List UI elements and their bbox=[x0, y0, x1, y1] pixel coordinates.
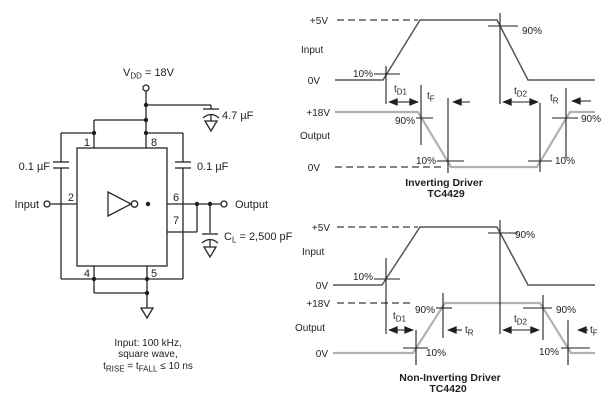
pin-7-label: 7 bbox=[173, 215, 179, 227]
mark-out-10-left: 10% bbox=[416, 156, 436, 167]
pin-4-label: 4 bbox=[84, 268, 90, 280]
vdd-label: VDD = 18V bbox=[123, 67, 175, 81]
note-line3: tRISE = tFALL ≤ 10 ns bbox=[103, 361, 193, 374]
out-low-label: 0V bbox=[308, 163, 321, 174]
mark-out-10-right: 10% bbox=[539, 347, 559, 358]
pin-1-label: 1 bbox=[84, 137, 90, 149]
mark-in-10: 10% bbox=[353, 69, 373, 80]
out-high-label: +18V bbox=[306, 108, 330, 119]
mark-in-90: 90% bbox=[515, 230, 535, 241]
output-terminal bbox=[220, 200, 228, 208]
left-bypass-capacitor-symbol bbox=[53, 161, 69, 169]
out-name-label: Output bbox=[300, 131, 330, 142]
right-cap-label: 0.1 µF bbox=[197, 161, 229, 173]
mark-out-90-left: 90% bbox=[395, 116, 415, 127]
load-capacitor-symbol bbox=[201, 233, 219, 259]
td2-label: tD2 bbox=[514, 86, 528, 99]
diagram-title-line1: Non-Inverting Driver bbox=[399, 372, 501, 384]
in-low-label: 0V bbox=[316, 281, 329, 292]
td1-label: tD1 bbox=[393, 311, 407, 324]
output-waveform bbox=[333, 301, 595, 355]
test-circuit: VDD = 18V 4.7 µF 0.1 µF 0.1 µF CL = 2,50… bbox=[15, 67, 293, 374]
input-label: Input bbox=[15, 199, 39, 211]
td2-label: tD2 bbox=[514, 314, 528, 327]
timing-arrows bbox=[388, 97, 591, 106]
output-waveform bbox=[335, 110, 595, 169]
mark-out-10-right: 10% bbox=[555, 156, 575, 167]
vdd-terminal bbox=[142, 84, 150, 92]
diagram-title-line1: Inverting Driver bbox=[405, 177, 483, 189]
output-label: Output bbox=[235, 199, 268, 211]
junction-dots bbox=[91, 102, 213, 296]
mark-in-90: 90% bbox=[522, 26, 542, 37]
in-high-label: +5V bbox=[312, 223, 330, 234]
ground-icon bbox=[202, 246, 218, 259]
tr-label: tR bbox=[550, 93, 559, 106]
mark-out-90-right: 90% bbox=[556, 305, 576, 316]
tf-label: tF bbox=[590, 325, 598, 338]
left-cap-label: 0.1 µF bbox=[19, 161, 51, 173]
note-line1: Input: 100 kHz, bbox=[114, 338, 181, 349]
bulk-cap-label: 4.7 µF bbox=[222, 110, 254, 122]
mark-out-90-right: 90% bbox=[581, 114, 601, 125]
tr-label: tR bbox=[465, 325, 474, 338]
input-waveform bbox=[335, 19, 595, 81]
out-low-label: 0V bbox=[316, 349, 329, 360]
ground-icon bbox=[203, 120, 219, 133]
tf-label: tF bbox=[427, 91, 435, 104]
pin-5-label: 5 bbox=[151, 268, 157, 280]
diagram-title-line2: TC4420 bbox=[429, 383, 467, 395]
noninverting-driver-diagram: +5V Input 0V +18V Output 0V 10% 90% 10% … bbox=[295, 220, 598, 395]
mark-out-10-left: 10% bbox=[426, 348, 446, 359]
ground-icon bbox=[139, 307, 155, 320]
diagram-title-line2: TC4429 bbox=[427, 188, 465, 200]
measurement-marks bbox=[374, 13, 578, 173]
pin-6-label: 6 bbox=[173, 192, 179, 204]
mark-out-90-left: 90% bbox=[415, 305, 435, 316]
input-waveform bbox=[333, 226, 595, 286]
in-low-label: 0V bbox=[308, 76, 321, 87]
in-name-label: Input bbox=[302, 247, 324, 258]
out-name-label: Output bbox=[295, 323, 325, 334]
measurement-marks bbox=[374, 220, 590, 365]
input-terminal bbox=[43, 200, 51, 208]
pin-2-label: 2 bbox=[68, 192, 74, 204]
inverting-driver-diagram: +5V Input 0V +18V Output 0V 10% 90% 90% … bbox=[300, 13, 601, 200]
mark-in-10: 10% bbox=[353, 272, 373, 283]
out-high-label: +18V bbox=[306, 299, 330, 310]
in-name-label: Input bbox=[301, 45, 323, 56]
inverter-gate-symbol bbox=[107, 190, 139, 218]
note-line2: square wave, bbox=[118, 349, 177, 360]
td1-label: tD1 bbox=[394, 84, 408, 97]
right-bypass-capacitor-symbol bbox=[175, 161, 191, 169]
load-cap-label: CL = 2,500 pF bbox=[224, 231, 293, 245]
pin-8-label: 8 bbox=[151, 137, 157, 149]
in-high-label: +5V bbox=[310, 16, 328, 27]
bulk-capacitor-symbol bbox=[202, 105, 220, 133]
